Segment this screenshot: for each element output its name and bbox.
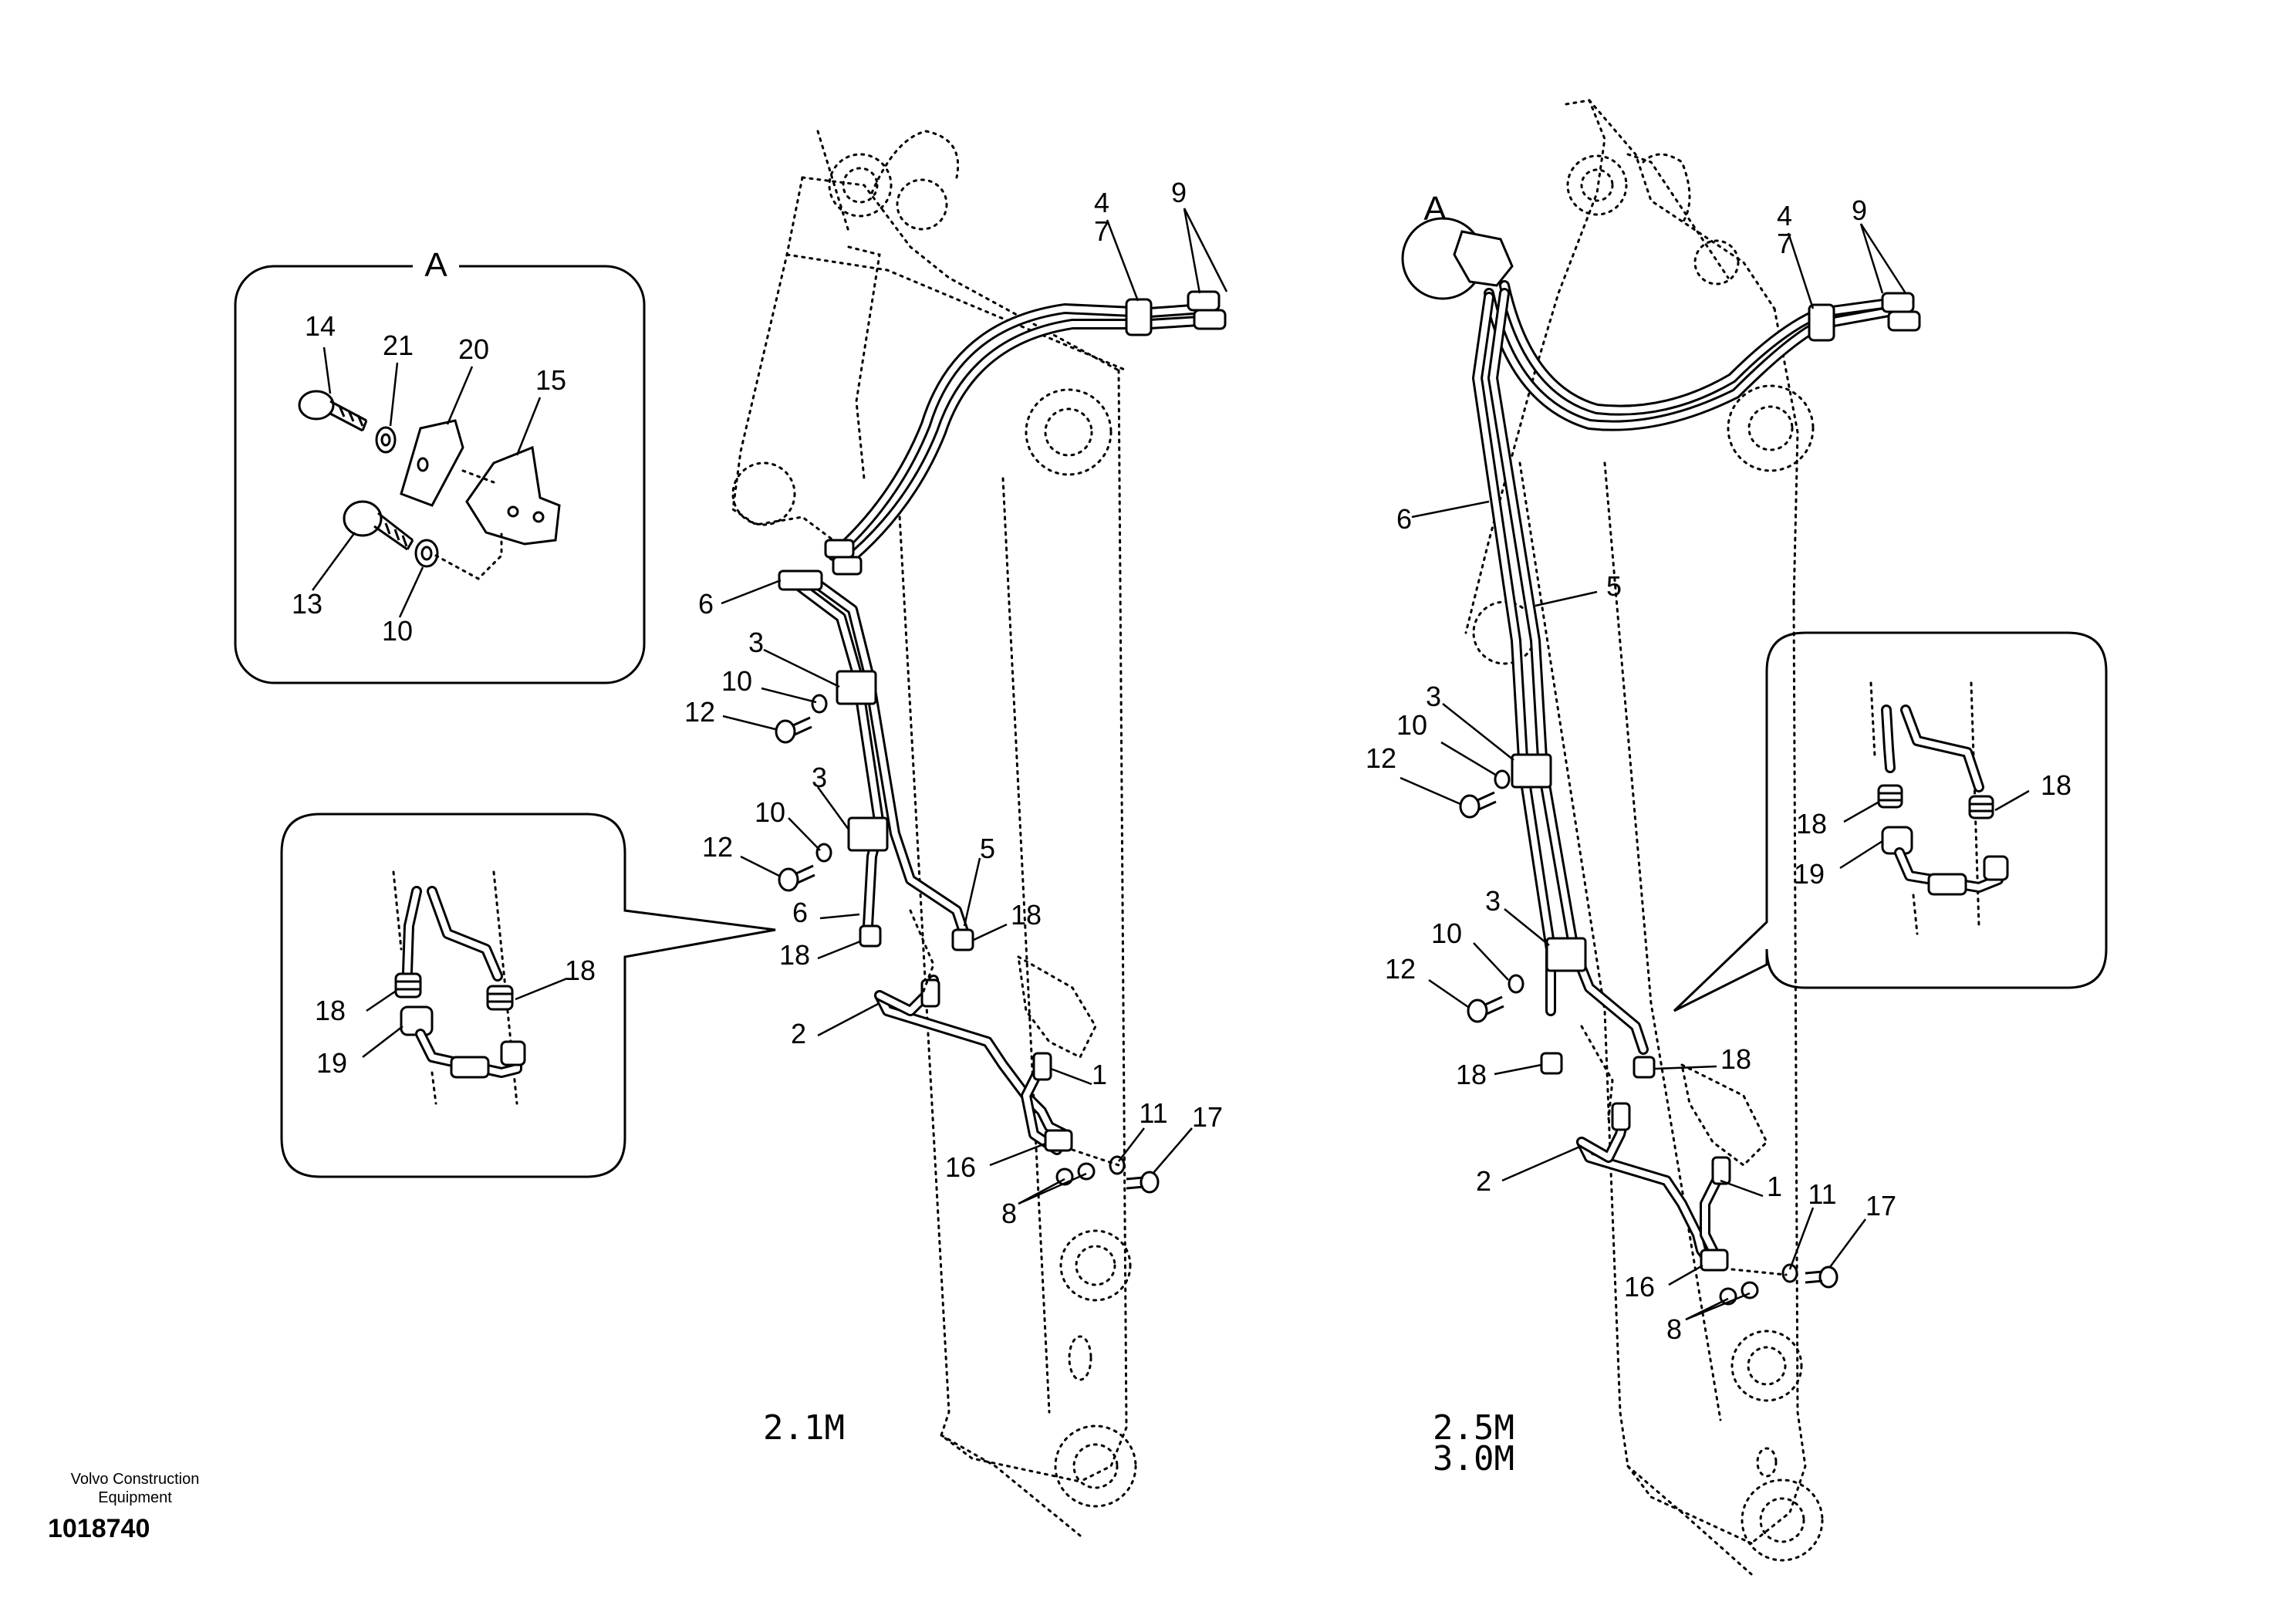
left-callout-10-upper: 10 <box>721 665 752 697</box>
bolt-12-upper-icon <box>775 716 812 744</box>
right-callout-12-lower: 12 <box>1385 953 1416 985</box>
callout-c-18-left: 18 <box>1796 808 1827 840</box>
right-detail-marker: A <box>1423 190 1447 228</box>
callout-18-left: 18 <box>315 995 346 1026</box>
plate-15-icon <box>465 445 561 546</box>
fitting-18-right-icon <box>486 985 514 1011</box>
detail-c-panel: 18 18 19 <box>1673 631 2108 1012</box>
bolt-13-icon <box>343 500 414 551</box>
washer-10-icon <box>414 539 439 568</box>
left-callout-4: 4 <box>1094 187 1109 218</box>
left-callout-6-top: 6 <box>698 588 714 620</box>
left-callout-12-lower: 12 <box>702 831 733 863</box>
right-callout-12-upper: 12 <box>1366 742 1396 774</box>
callout-19: 19 <box>316 1047 347 1079</box>
bolt-14-icon <box>298 390 368 432</box>
left-callout-3-upper: 3 <box>748 627 764 658</box>
clamp-r-4-icon <box>1808 303 1835 342</box>
callout-20: 20 <box>458 333 489 365</box>
right-callout-16: 16 <box>1624 1271 1655 1303</box>
bolt-r-12-lower-icon <box>1467 995 1504 1023</box>
maker-name-line2: Equipment <box>98 1489 172 1506</box>
left-callout-8: 8 <box>1001 1198 1017 1229</box>
left-callout-1: 1 <box>1092 1059 1107 1090</box>
callout-14: 14 <box>305 310 336 342</box>
clamp-3-upper-icon <box>836 670 877 705</box>
left-callout-12-upper: 12 <box>684 696 715 728</box>
left-callout-10-lower: 10 <box>755 796 785 828</box>
right-callout-5: 5 <box>1606 570 1622 602</box>
callout-10: 10 <box>382 615 413 647</box>
callout-c-18-right: 18 <box>2041 769 2071 801</box>
callout-21: 21 <box>383 329 414 361</box>
fitting-18-c-right-icon <box>1968 795 1994 819</box>
right-callout-8: 8 <box>1666 1313 1682 1345</box>
right-callout-9: 9 <box>1852 194 1867 226</box>
drawing-number: 1018740 <box>48 1514 150 1543</box>
left-callout-17: 17 <box>1192 1101 1223 1133</box>
clamp-r-3-upper-icon <box>1511 753 1552 789</box>
callout-15: 15 <box>535 364 566 396</box>
pipe-19-c-icon <box>1881 826 2009 896</box>
right-variant-label-1: 2.5M <box>1433 1408 1514 1448</box>
detail-a-title: A <box>424 246 447 284</box>
right-callout-7: 7 <box>1777 228 1792 259</box>
callout-c-19: 19 <box>1794 858 1825 890</box>
fitting-r-18-b-icon <box>1633 1056 1656 1079</box>
left-callout-5: 5 <box>980 833 995 864</box>
right-callout-2: 2 <box>1476 1165 1491 1197</box>
right-arm-assembly: A <box>1366 99 1921 1576</box>
fitting-r-18-a-icon <box>1540 1052 1563 1075</box>
right-callout-1: 1 <box>1767 1171 1782 1202</box>
washer-21-icon <box>375 426 397 454</box>
left-callout-18-b: 18 <box>1011 899 1042 931</box>
fitting-16-icon <box>1044 1129 1073 1152</box>
left-callout-11: 11 <box>1139 1097 1167 1129</box>
left-variant-label: 2.1M <box>763 1408 845 1448</box>
left-callout-7: 7 <box>1094 215 1109 247</box>
fitting-18-b-icon <box>951 928 974 951</box>
left-callout-2: 2 <box>791 1018 806 1049</box>
right-variant-label-2: 3.0M <box>1433 1439 1514 1478</box>
left-arm-assembly: 4 7 9 6 3 10 12 3 10 12 5 6 18 18 2 1 11… <box>684 130 1228 1537</box>
clamp-4-icon <box>1125 298 1153 336</box>
right-callout-17: 17 <box>1866 1190 1896 1222</box>
right-callout-3-upper: 3 <box>1426 681 1441 712</box>
fitting-r-16-icon <box>1700 1249 1729 1272</box>
left-callout-16: 16 <box>945 1151 976 1183</box>
right-callout-18-b: 18 <box>1720 1043 1751 1075</box>
right-callout-18-a: 18 <box>1456 1059 1487 1090</box>
bolt-r-12-upper-icon <box>1459 791 1497 819</box>
bolt-12-lower-icon <box>778 864 815 892</box>
callout-18-right: 18 <box>565 955 596 986</box>
left-callout-18-a: 18 <box>779 939 810 971</box>
pipe-19-icon <box>400 1005 526 1079</box>
fitting-18-left-icon <box>394 972 422 999</box>
left-callout-9: 9 <box>1171 177 1187 208</box>
right-callout-3-lower: 3 <box>1485 885 1501 917</box>
callout-13: 13 <box>292 588 322 620</box>
fitting-18-c-left-icon <box>1877 784 1903 809</box>
right-callout-10-upper: 10 <box>1396 709 1427 741</box>
clamp-3-lower-icon <box>847 816 889 852</box>
right-callout-10-lower: 10 <box>1431 917 1462 949</box>
clamp-r-3-lower-icon <box>1545 937 1587 972</box>
bolt-r-17-icon <box>1805 1265 1838 1289</box>
left-callout-3-lower: 3 <box>812 762 827 793</box>
maker-name-line1: Volvo Construction <box>70 1471 200 1488</box>
right-callout-6: 6 <box>1396 503 1412 535</box>
detail-b-panel: 18 18 19 <box>280 813 776 1178</box>
block-6-icon <box>778 569 823 591</box>
detail-a-panel: A <box>234 246 646 684</box>
right-callout-4: 4 <box>1777 200 1792 231</box>
left-callout-6-bottom: 6 <box>792 897 808 928</box>
fitting-18-a-icon <box>859 924 882 948</box>
bolt-17-icon <box>1126 1171 1160 1194</box>
right-callout-11: 11 <box>1808 1178 1836 1210</box>
